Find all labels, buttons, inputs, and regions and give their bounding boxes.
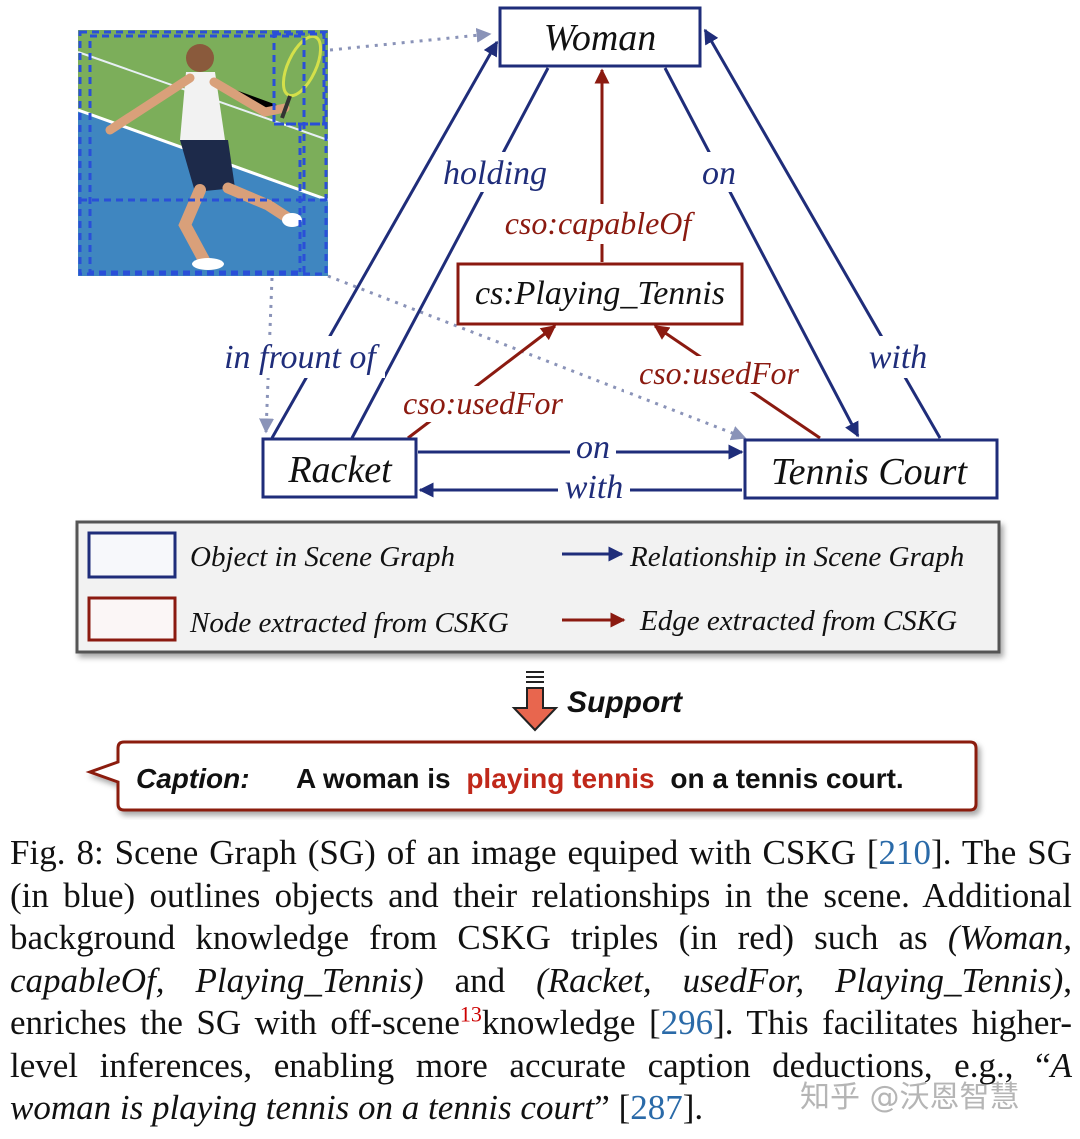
legend-node-cskg: Node extracted from CSKG (189, 607, 509, 639)
edge-label-used-for-racket: cso:usedFor (403, 385, 564, 421)
caption-label: Caption: (136, 763, 250, 794)
node-playing-tennis: cs:Playing_Tennis (456, 262, 744, 326)
figure-caption: Fig. 8: Scene Graph (SG) of an image equ… (10, 833, 1072, 1127)
node-tennis-court: Tennis Court (743, 438, 999, 500)
node-woman: Woman (498, 6, 702, 68)
legend-edge-cskg: Edge extracted from CSKG (639, 605, 957, 637)
legend-relationship-sg: Relationship in Scene Graph (629, 541, 964, 573)
grounding-arrows (259, 27, 747, 441)
node-tennis-court-label: Tennis Court (771, 451, 968, 493)
scene-graph-diagram: Woman cs:Playing_Tennis Racket Tennis Co… (75, 6, 1001, 812)
svg-text:A woman is playing tenni: A woman is playing tennis on a tennis co… (296, 763, 904, 794)
ref-210[interactable]: 210 (878, 833, 932, 872)
edge-label-with-woman: with (869, 339, 928, 376)
ref-296[interactable]: 296 (660, 1003, 714, 1042)
node-racket-label: Racket (287, 449, 393, 491)
node-woman-label: Woman (544, 17, 657, 59)
watermark: 知乎 @沃恩智慧 (800, 1080, 1020, 1115)
ref-287[interactable]: 287 (630, 1088, 683, 1127)
sg-edges (270, 28, 942, 498)
legend-object-sg: Object in Scene Graph (190, 541, 455, 573)
node-playing-tennis-label: cs:Playing_Tennis (475, 275, 725, 312)
tennis-photo (77, 30, 329, 276)
footnote-13[interactable]: 13 (459, 1001, 482, 1027)
caption-highlight: playing tennis (466, 763, 654, 794)
legend: Object in Scene Graph Relationship in Sc… (75, 520, 1001, 654)
edge-label-holding: holding (443, 155, 547, 192)
node-racket: Racket (261, 437, 418, 499)
edge-label-on-court: on (576, 429, 610, 466)
edge-label-capable-of: cso:capableOf (505, 205, 696, 241)
edge-label-used-for-court: cso:usedFor (639, 355, 800, 391)
caption-box: Caption: A woman is playing tennis on a … (85, 740, 978, 812)
edge-label-on-woman: on (702, 155, 736, 192)
support-label: Support (567, 686, 684, 719)
support-arrow-icon (511, 671, 559, 732)
edge-label-with-racket: with (565, 469, 624, 506)
edge-label-in-front-of: in frount of (224, 339, 380, 376)
caption-before: A woman is (296, 763, 451, 794)
caption-after: on a tennis court. (670, 763, 903, 794)
